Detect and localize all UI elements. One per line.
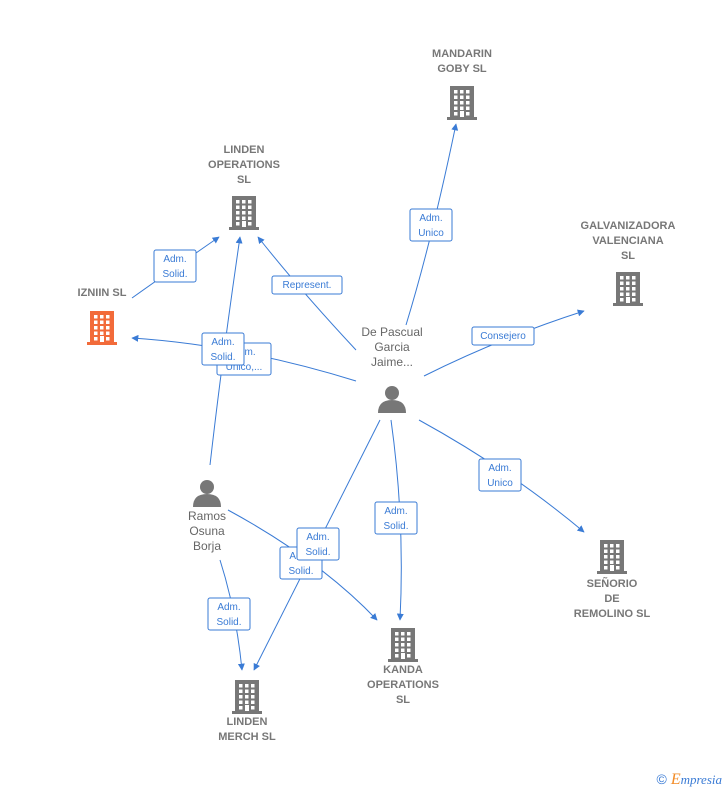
edge-label-box xyxy=(271,275,343,295)
edge-label[interactable]: Adm. Solid. xyxy=(374,501,418,535)
node-mandarin[interactable]: MANDARIN GOBY SL xyxy=(432,48,492,120)
node-label: DE xyxy=(604,593,619,605)
node-label: Jaime... xyxy=(371,355,413,369)
node-label: OPERATIONS xyxy=(367,679,439,691)
person-icon xyxy=(193,480,221,507)
building-icon xyxy=(232,680,262,714)
edge-label-text: Unico xyxy=(418,228,444,239)
edge-label-text: Solid. xyxy=(288,566,313,577)
edges-layer xyxy=(131,123,585,671)
node-label: KANDA xyxy=(383,664,423,676)
node-izniin[interactable]: IZNIIN SL xyxy=(78,287,127,345)
node-label: OPERATIONS xyxy=(208,159,280,171)
node-label: LINDEN xyxy=(227,716,268,728)
node-label: Osuna xyxy=(189,524,225,538)
node-label: SL xyxy=(621,250,635,262)
node-label: SEÑORIO xyxy=(587,577,638,590)
edge-label-text: Solid. xyxy=(162,269,187,280)
edge-label[interactable]: Adm. Solid. xyxy=(201,332,245,366)
node-label: REMOLINO SL xyxy=(574,608,651,620)
node-label: GALVANIZADORA xyxy=(581,220,676,232)
node-label: SL xyxy=(396,694,410,706)
brand-name: mpresia xyxy=(680,772,722,787)
edge-label-text: Adm. xyxy=(163,254,186,265)
edge-labels-layer: Adm.UnicoAdm.Solid.Represent.ConsejeroAd… xyxy=(153,208,535,631)
node-label: MANDARIN xyxy=(432,48,492,60)
building-icon xyxy=(229,196,259,230)
edge-label-box xyxy=(409,208,453,242)
edge-label-box xyxy=(374,501,418,535)
edge-label-box xyxy=(296,527,340,561)
edge-label-box xyxy=(478,458,522,492)
edge-label-text: Adm. xyxy=(488,463,511,474)
node-label: De Pascual xyxy=(361,325,422,339)
edge-label[interactable]: Adm. Unico xyxy=(478,458,522,492)
edge-label-text: Unico xyxy=(487,478,513,489)
edge-label-text: Consejero xyxy=(480,331,526,342)
edge-label[interactable]: Adm. Solid. xyxy=(207,597,251,631)
edge-label[interactable]: Adm. Unico xyxy=(409,208,453,242)
edge-label-text: Represent. xyxy=(283,280,332,291)
edge-label-text: Adm. xyxy=(211,337,234,348)
building-icon xyxy=(447,86,477,120)
node-label: GOBY SL xyxy=(437,63,487,75)
node-depascual[interactable]: De PascualGarciaJaime... xyxy=(361,325,423,413)
edge-label-text: Solid. xyxy=(210,352,235,363)
node-label: MERCH SL xyxy=(218,731,276,743)
edge-label-box xyxy=(153,249,197,283)
building-icon xyxy=(597,540,627,574)
node-linden-merch[interactable]: LINDEN MERCH SL xyxy=(218,680,276,743)
node-kanda[interactable]: KANDA OPERATIONS SL xyxy=(367,628,439,706)
edge-label-text: Adm. xyxy=(306,532,329,543)
edge-label-text: Adm. xyxy=(384,506,407,517)
node-label: Borja xyxy=(193,539,221,553)
edge-label-text: Adm. xyxy=(217,602,240,613)
node-label: VALENCIANA xyxy=(592,235,663,247)
node-label: SL xyxy=(237,174,251,186)
node-linden-ops[interactable]: LINDEN OPERATIONS SL xyxy=(208,144,280,230)
edge-label[interactable]: Adm. Solid. xyxy=(296,527,340,561)
node-label: Ramos xyxy=(188,509,226,523)
person-icon xyxy=(378,386,406,413)
building-icon xyxy=(87,311,117,345)
edge-label[interactable]: Consejero xyxy=(471,326,535,346)
edge-label[interactable]: Represent. xyxy=(271,275,343,295)
edge-label-text: Unico,... xyxy=(226,362,263,373)
edge-label[interactable]: Adm. Solid. xyxy=(153,249,197,283)
building-icon xyxy=(613,272,643,306)
edge-label-text: Solid. xyxy=(305,547,330,558)
node-galvanizadora[interactable]: GALVANIZADORA VALENCIANA SL xyxy=(581,220,676,306)
node-label: LINDEN xyxy=(224,144,265,156)
copyright-footer[interactable]: ©Empresia xyxy=(656,771,722,789)
edge-label-text: Adm. xyxy=(419,213,442,224)
edge-label-box xyxy=(201,332,245,366)
node-label: IZNIIN SL xyxy=(78,287,127,299)
node-label: Garcia xyxy=(374,340,410,354)
edge-label-box xyxy=(471,326,535,346)
copyright-symbol: © xyxy=(656,771,667,787)
building-icon xyxy=(388,628,418,662)
edge-label-text: Solid. xyxy=(383,521,408,532)
edge-label-text: Solid. xyxy=(216,617,241,628)
brand-initial: E xyxy=(670,771,681,788)
edge-label-box xyxy=(207,597,251,631)
node-senorio[interactable]: SEÑORIO DE REMOLINO SL xyxy=(574,540,651,620)
